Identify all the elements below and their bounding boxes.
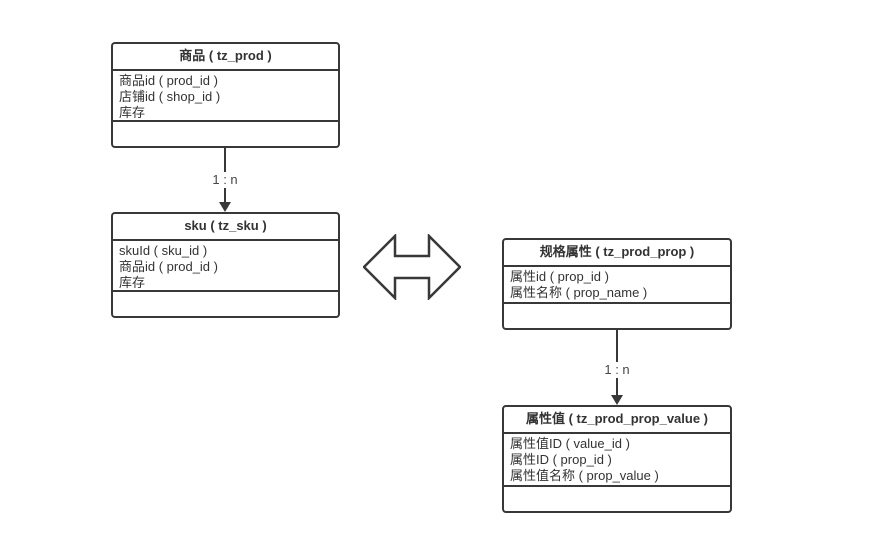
table-field: 库存	[119, 275, 146, 290]
arrowhead-down-icon	[611, 395, 623, 405]
table-field: 商品id ( prod_id )	[119, 259, 218, 274]
table-title: 属性值 ( tz_prod_prop_value )	[504, 407, 730, 434]
entity-table-sku: sku ( tz_sku ) skuId ( sku_id ) 商品id ( p…	[111, 212, 340, 318]
table-fields: 属性值ID ( value_id ) 属性ID ( prop_id ) 属性值名…	[504, 434, 730, 485]
cardinality-label: 1 : n	[600, 362, 634, 378]
table-field: 属性id ( prop_id )	[510, 269, 609, 284]
table-empty-compartment	[113, 290, 338, 316]
table-title: 商品 ( tz_prod )	[113, 44, 338, 71]
table-field: 属性值名称 ( prop_value )	[510, 468, 659, 483]
table-field: 属性ID ( prop_id )	[510, 452, 612, 467]
table-fields: 商品id ( prod_id ) 店铺id ( shop_id ) 库存	[113, 71, 338, 120]
table-title: 规格属性 ( tz_prod_prop )	[504, 240, 730, 267]
table-field: 库存	[119, 105, 146, 120]
cardinality-label: 1 : n	[208, 172, 242, 188]
table-field: skuId ( sku_id )	[119, 243, 208, 258]
entity-table-prod: 商品 ( tz_prod ) 商品id ( prod_id ) 店铺id ( s…	[111, 42, 340, 148]
table-field: 属性值ID ( value_id )	[510, 436, 630, 451]
table-empty-compartment	[504, 485, 730, 511]
table-field: 店铺id ( shop_id )	[119, 89, 221, 104]
table-field: 属性名称 ( prop_name )	[510, 285, 648, 300]
entity-table-prod-prop-value: 属性值 ( tz_prod_prop_value ) 属性值ID ( value…	[502, 405, 732, 513]
table-title: sku ( tz_sku )	[113, 214, 338, 241]
double-horizontal-arrow-icon	[363, 234, 461, 300]
table-field: 商品id ( prod_id )	[119, 73, 218, 88]
arrowhead-down-icon	[219, 202, 231, 212]
entity-table-prod-prop: 规格属性 ( tz_prod_prop ) 属性id ( prop_id ) 属…	[502, 238, 732, 330]
table-fields: 属性id ( prop_id ) 属性名称 ( prop_name )	[504, 267, 730, 302]
table-empty-compartment	[504, 302, 730, 328]
table-fields: skuId ( sku_id ) 商品id ( prod_id ) 库存	[113, 241, 338, 290]
table-empty-compartment	[113, 120, 338, 146]
